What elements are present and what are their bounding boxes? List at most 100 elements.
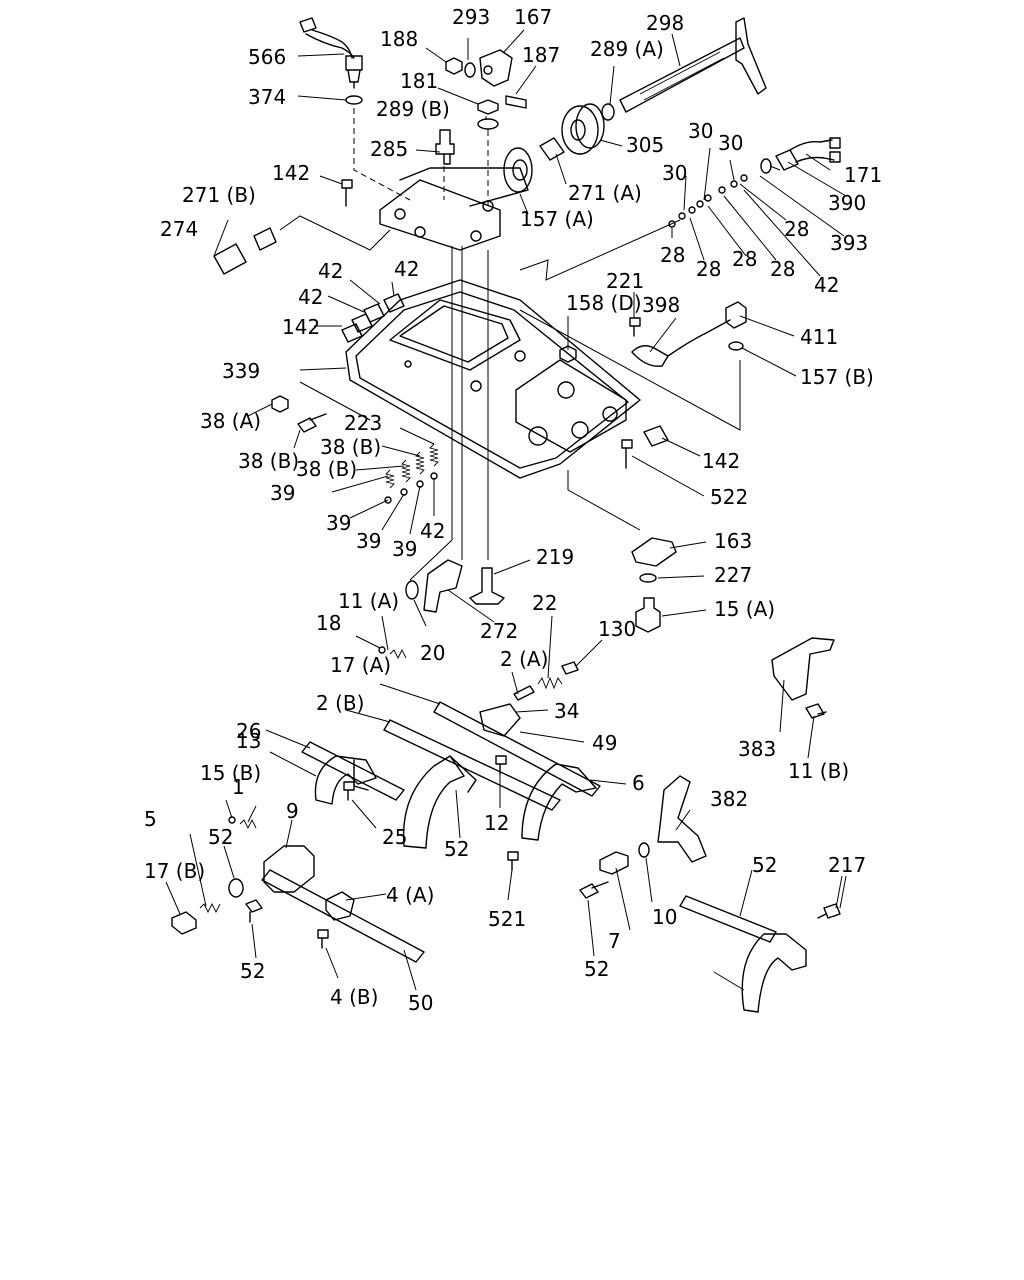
label-39-a: 39	[326, 511, 351, 535]
label-1: 6	[632, 771, 645, 795]
bolt-10	[579, 881, 609, 899]
rod-4a	[679, 895, 777, 943]
label-30-a: 30	[688, 119, 713, 143]
rod-4b	[261, 869, 425, 963]
label-30-b: 30	[718, 131, 743, 155]
bush-271b	[253, 227, 277, 251]
bush-271a	[539, 137, 565, 161]
label-187: 187	[522, 43, 560, 67]
label-38a: 223	[344, 411, 382, 435]
label-7: 10	[652, 905, 677, 929]
block-17b	[325, 891, 355, 921]
label-566: 566	[248, 45, 286, 69]
label-393: 393	[830, 231, 868, 255]
label-339: 38 (A)	[200, 409, 261, 433]
nut-181	[477, 99, 499, 115]
label-221: 158 (D)	[566, 291, 642, 315]
label-39-d: 42	[420, 519, 445, 543]
spring-15b	[239, 818, 257, 830]
label-49: 13	[236, 729, 261, 753]
label-12: 17 (B)	[144, 859, 205, 883]
plug-22	[561, 661, 579, 675]
pin-187	[505, 95, 527, 109]
clamp-158d	[631, 345, 669, 367]
label-28-a: 28	[784, 217, 809, 241]
bolt-142b	[629, 317, 641, 337]
label-17b: 4 (A)	[386, 883, 434, 907]
label-274: 274	[160, 217, 198, 241]
shaft-298	[619, 17, 767, 113]
label-42-2: 42	[394, 257, 419, 281]
label-4b: 50	[408, 991, 433, 1015]
label-28-c: 28	[696, 257, 721, 281]
washer-289b	[477, 118, 499, 130]
label-522: 163	[714, 529, 752, 553]
label-289b: 289 (B)	[376, 97, 450, 121]
label-390: 390	[828, 191, 866, 215]
label-38b-2: 38 (B)	[296, 457, 357, 481]
label-227: 15 (A)	[714, 597, 775, 621]
label-285: 285	[370, 137, 408, 161]
label-42-right: 142	[702, 449, 740, 473]
label-142-right: 522	[710, 485, 748, 509]
label-188: 188	[380, 27, 418, 51]
label-30-c: 30	[662, 161, 687, 185]
label-28-b: 28	[660, 243, 685, 267]
label-38b-3: 39	[270, 481, 295, 505]
label-39-b: 39	[356, 529, 381, 553]
label-217: 52	[240, 959, 265, 983]
part-drawings	[171, 17, 841, 1013]
fork-25	[402, 755, 477, 849]
plug-12	[171, 911, 197, 935]
label-171: 171	[844, 163, 882, 187]
assembly-lines	[279, 108, 741, 581]
wire-158d	[667, 319, 731, 357]
bolt-142a	[341, 179, 353, 207]
label-38b-1: 38 (B)	[320, 435, 381, 459]
pin-42-right	[643, 425, 669, 447]
label-271a: 271 (A)	[568, 181, 642, 205]
label-15b: 1	[232, 775, 245, 799]
ring-289a	[601, 103, 615, 121]
label-42-1: 42	[318, 259, 343, 283]
label-411: 157 (B)	[800, 365, 874, 389]
label-42-3: 42	[298, 285, 323, 309]
switch-566	[299, 17, 363, 89]
fork-50	[741, 933, 807, 1013]
plate-521	[599, 851, 629, 875]
label-52-c: 217	[828, 853, 866, 877]
label-22: 130	[598, 617, 636, 641]
lever-6	[657, 775, 707, 863]
label-52-a: 25	[382, 825, 407, 849]
cover-157b	[345, 279, 641, 479]
label-289a: 289 (A)	[590, 37, 664, 61]
bolt-217	[245, 899, 263, 923]
fork-1	[521, 763, 597, 841]
label-52-d: 521	[488, 907, 526, 931]
bolt-383	[805, 703, 827, 719]
label-52-e: 4 (B)	[330, 985, 378, 1009]
sensor-285	[435, 129, 455, 165]
plate-522	[631, 537, 677, 567]
label-130: 272	[480, 619, 518, 643]
label-157b: 339	[222, 359, 260, 383]
rod-34	[301, 741, 405, 801]
label-11a: 22	[532, 591, 557, 615]
label-9: 52	[208, 825, 233, 849]
block-5	[263, 845, 315, 893]
label-223: 38 (B)	[238, 449, 299, 473]
label-142-top: 142	[272, 161, 310, 185]
label-52-b: 12	[484, 811, 509, 835]
label-398: 411	[800, 325, 838, 349]
washer-374	[345, 95, 363, 105]
label-15a: 11 (A)	[338, 589, 399, 613]
label-382: 383	[738, 737, 776, 761]
washer-9	[228, 878, 244, 898]
label-2a: 17 (A)	[330, 653, 391, 677]
plug-227	[635, 597, 661, 633]
label-293: 293	[452, 5, 490, 29]
label-163: 219	[536, 545, 574, 569]
label-521: 7	[608, 929, 621, 953]
rod-2a	[433, 701, 601, 797]
